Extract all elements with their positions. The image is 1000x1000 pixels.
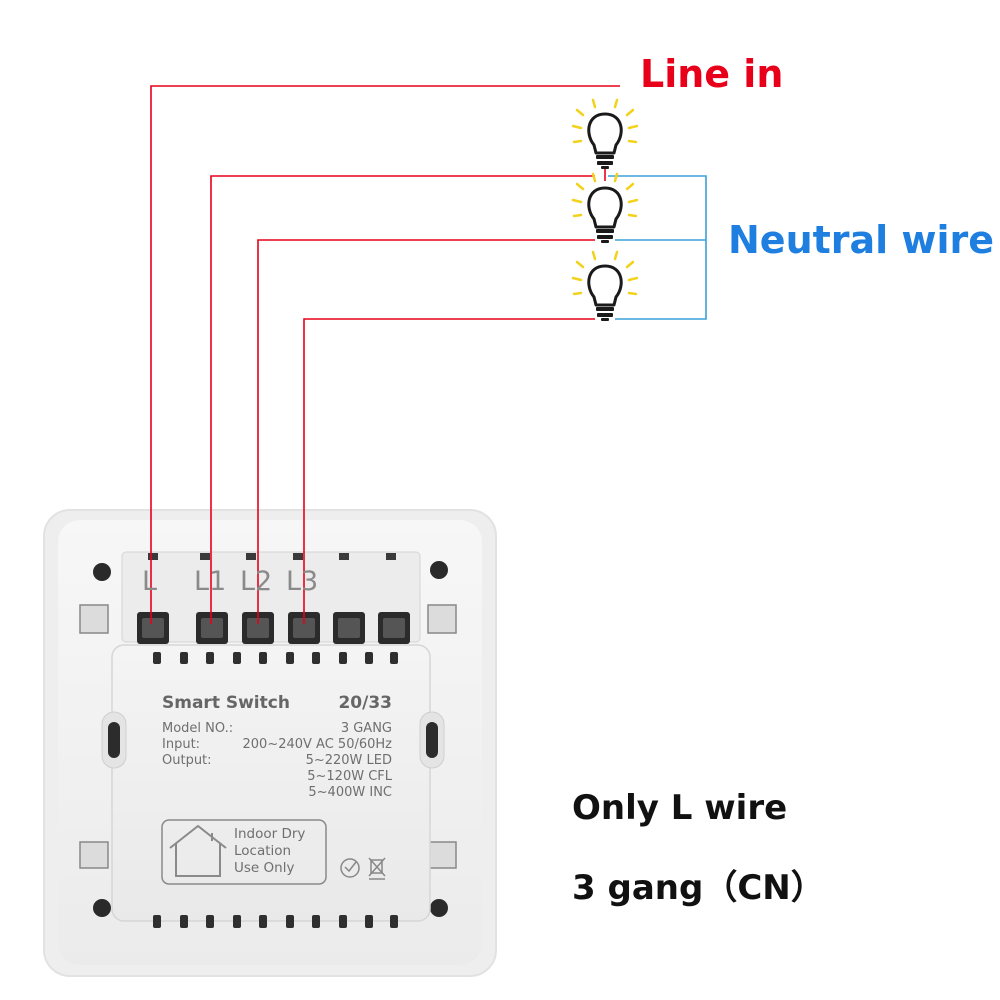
terminal-sockets — [137, 612, 410, 644]
weee-bin-icon — [368, 857, 386, 880]
spec-row: Model NO.:3 GANG — [162, 721, 392, 736]
spec-row: Output:5~220W LED — [162, 753, 392, 768]
indoor-line: Use Only — [234, 860, 295, 876]
device-code: 20/33 — [338, 693, 392, 713]
neutral-wires — [608, 175, 707, 320]
terminal-label-l1: L1 — [194, 566, 227, 597]
screw-hole — [430, 899, 448, 917]
live-wires — [150, 85, 620, 624]
rohs-check-icon — [340, 858, 360, 878]
spec-row: Input:200~240V AC 50/60Hz — [162, 737, 392, 752]
light-bulb-icon — [571, 98, 639, 169]
line-in-label: Line in — [640, 52, 784, 96]
device-spec-label: Smart Switch 20/33 Model NO.:3 GANG Inpu… — [162, 693, 392, 801]
spec-row: 5~120W CFL — [307, 769, 392, 784]
wire-l1 — [210, 175, 595, 624]
screw-hole — [93, 563, 111, 581]
indoor-line: Location — [234, 843, 292, 859]
light-bulb-icon — [571, 172, 639, 243]
wire-l2 — [257, 239, 595, 624]
terminal-label-l2: L2 — [240, 566, 273, 597]
neutral-wire-label: Neutral wire — [728, 218, 995, 262]
screw-hole — [93, 899, 111, 917]
indoor-use-text: Indoor Dry Location Use Only — [234, 826, 305, 877]
screw-hole — [430, 561, 448, 579]
side-clip — [79, 604, 109, 634]
bulbs-group — [571, 98, 639, 321]
side-clip — [79, 841, 109, 869]
side-clip — [427, 604, 457, 634]
terminal-label-l3: L3 — [286, 566, 319, 597]
indoor-line: Indoor Dry — [234, 826, 306, 842]
spec-row: 5~400W INC — [308, 785, 392, 800]
wire-line-in — [150, 85, 620, 624]
switch-back-plate — [43, 509, 497, 977]
device-title: Smart Switch — [162, 693, 290, 713]
wire-l3 — [303, 318, 595, 624]
terminal-label-l: L — [142, 566, 158, 597]
indoor-use-box — [161, 819, 327, 885]
side-clip — [427, 841, 457, 869]
house-outline-icon — [169, 824, 227, 877]
light-bulb-icon — [571, 250, 639, 321]
caption-gang-count: 3 gang（CN） — [572, 868, 825, 908]
caption-wire-type: Only L wire — [572, 788, 788, 828]
neutral-bus — [608, 175, 707, 320]
